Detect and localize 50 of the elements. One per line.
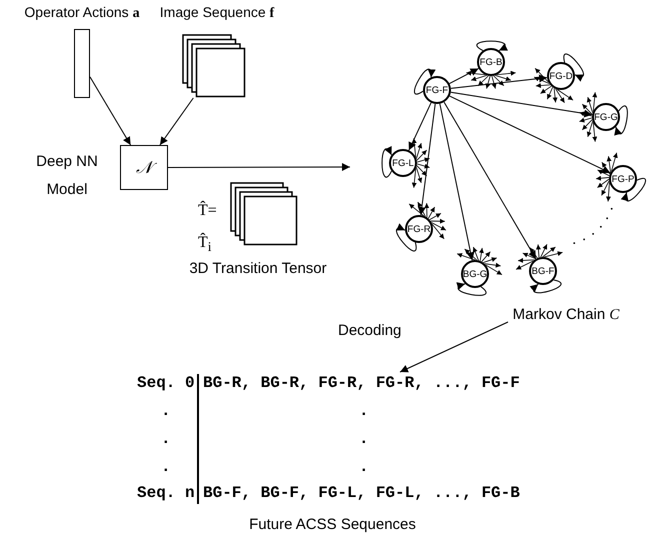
math-label: T̂$_{i}$ xyxy=(198,234,212,256)
ellipsis-dot: . xyxy=(161,402,171,420)
state-circle: FG-L xyxy=(389,149,417,177)
arrow xyxy=(449,96,611,174)
ellipsis-dot: . xyxy=(359,458,369,476)
arrow xyxy=(476,40,508,52)
arrow xyxy=(450,74,548,89)
math-label: T̂= xyxy=(198,202,217,220)
state-circle: FG-B xyxy=(477,48,505,76)
arrow xyxy=(530,280,562,294)
state-circle: FG-P xyxy=(609,165,637,193)
row-label: Seq. 0 xyxy=(137,374,195,392)
arrow xyxy=(450,92,593,118)
arrow xyxy=(444,102,536,260)
state-circle: FG-D xyxy=(547,62,575,90)
arrow xyxy=(400,322,508,372)
state-circle: FG-G xyxy=(592,103,620,131)
ellipsis-dot: . xyxy=(161,458,171,476)
node-heading: Image Sequence f xyxy=(158,4,276,22)
arrow xyxy=(439,103,474,261)
arrow xyxy=(408,102,432,151)
ellipsis-dot: . xyxy=(161,430,171,448)
ellipsis-dot: . xyxy=(359,430,369,448)
node-heading: Operator Actions a xyxy=(23,4,141,22)
model-box: 𝒩 xyxy=(120,145,168,190)
state-circle: BG-G xyxy=(461,260,489,288)
arrow xyxy=(456,283,487,296)
edge-label: Decoding xyxy=(338,322,402,339)
arrow xyxy=(382,146,392,178)
ellipsis-dot: . xyxy=(359,402,369,420)
diagram-caption: Markov Chain C xyxy=(508,304,624,326)
row-label: Seq. n xyxy=(137,484,195,502)
node-caption: 3D Transition Tensor xyxy=(188,260,328,277)
arrow xyxy=(563,54,584,82)
arrow xyxy=(90,76,132,146)
node-caption: Future ACSS Sequences xyxy=(248,516,417,533)
arrow xyxy=(168,163,350,172)
arrow xyxy=(418,103,436,216)
arrow xyxy=(414,68,435,94)
sequence-text: BG-F, BG-F, FG-L, FG-L, ..., FG-B xyxy=(203,484,520,502)
node-caption: Deep NN Model xyxy=(35,152,99,200)
state-circle: FG-F xyxy=(423,76,451,104)
arrow xyxy=(448,68,480,84)
state-circle: FG-R xyxy=(405,215,433,243)
sequence-text: BG-R, BG-R, FG-R, FG-R, ..., FG-F xyxy=(203,374,520,392)
arrow xyxy=(621,178,646,202)
state-circle: BG-F xyxy=(529,257,557,285)
arrow xyxy=(615,105,628,136)
arrow xyxy=(396,224,417,252)
arrow xyxy=(159,98,194,146)
